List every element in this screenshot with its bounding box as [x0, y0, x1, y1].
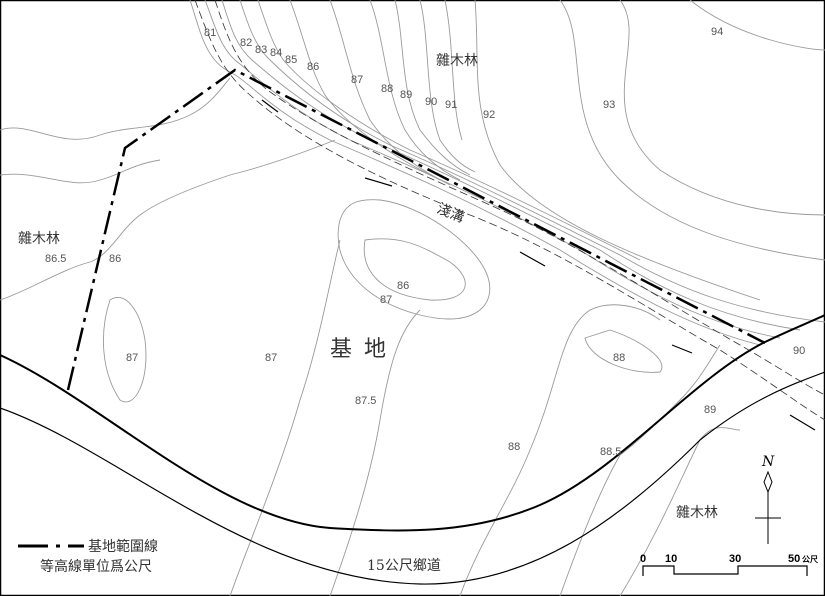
contour-label: 90 — [793, 345, 805, 357]
scale-tick-label: 0 — [640, 553, 646, 565]
contour-label: 93 — [603, 99, 615, 111]
north-label: N — [761, 454, 775, 470]
scale-tick-label: 50 — [788, 553, 800, 565]
legend-unit-note: 等高線單位爲公尺 — [40, 558, 152, 575]
scale-tick-label: 30 — [729, 553, 741, 565]
contour-label: 81 — [204, 27, 216, 39]
contour-label: 94 — [711, 26, 723, 38]
contour-label: 89 — [704, 404, 716, 416]
contour-label: 86 — [397, 280, 409, 292]
flow-arrows — [261, 99, 816, 431]
contour-label: 87 — [351, 74, 363, 86]
north-arrow: N — [755, 454, 781, 544]
contour-label: 87 — [265, 352, 277, 364]
contour-label: 87.5 — [355, 395, 376, 407]
road-label: 15公尺鄉道 — [367, 558, 441, 574]
forest-label: 雜木林 — [676, 505, 718, 521]
contour-label: 82 — [240, 37, 252, 49]
area-labels: 雜木林 雜木林 雜木林 淺溝 基地 15公尺鄉道 — [18, 53, 718, 574]
legend: 基地範圍線 等高線單位爲公尺 — [18, 538, 158, 575]
contour-label: 88 — [508, 441, 520, 453]
site-boundary — [66, 68, 766, 391]
ditch-label: 淺溝 — [435, 201, 467, 226]
scale-bar: 0 10 30 50 公尺 — [640, 553, 818, 576]
contour-label: 89 — [400, 89, 412, 101]
contour-label: 88 — [613, 352, 625, 364]
contour-label: 91 — [445, 99, 457, 111]
north-arrow-icon — [763, 470, 773, 494]
contour-label: 92 — [483, 109, 495, 121]
scale-tick-label: 10 — [665, 553, 677, 565]
contour-label: 84 — [270, 47, 282, 59]
legend-boundary-label: 基地範圍線 — [88, 538, 158, 555]
contour-label: 88.5 — [600, 446, 621, 458]
contour-label: 87 — [380, 294, 392, 306]
contour-labels: 81 82 83 84 85 86 87 88 89 90 91 92 93 9… — [45, 26, 805, 458]
contour-label: 87 — [126, 352, 138, 364]
contour-label: 86 — [307, 61, 319, 73]
ditch-path — [194, 0, 825, 421]
contour-label: 86.5 — [45, 253, 66, 265]
contour-label: 85 — [285, 54, 297, 66]
contour-label: 88 — [381, 83, 393, 95]
contour-label: 83 — [255, 44, 267, 56]
contour-label: 86 — [109, 253, 121, 265]
contour-label: 90 — [425, 96, 437, 108]
site-label: 基地 — [330, 337, 398, 362]
scale-unit: 公尺 — [802, 555, 818, 564]
forest-label: 雜木林 — [18, 231, 60, 247]
forest-label: 雜木林 — [436, 53, 478, 69]
